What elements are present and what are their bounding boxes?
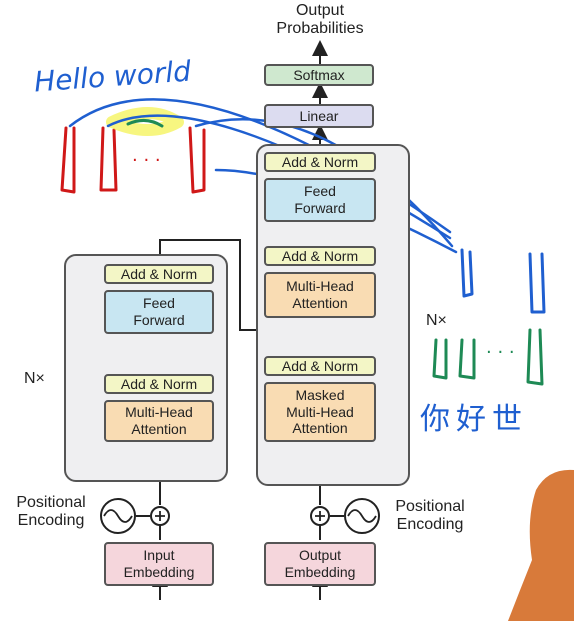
red-ellipsis: · · · xyxy=(132,150,161,171)
encoder-add-norm-2: Add & Norm xyxy=(104,264,214,284)
decoder-feed-forward-block: Feed Forward xyxy=(264,178,376,222)
presenter-silhouette xyxy=(508,469,574,621)
encoder-positional-encoding-label: Positional Encoding xyxy=(16,494,86,530)
output-embedding-block: Output Embedding xyxy=(264,542,376,586)
output-probabilities-label: Output Probabilities xyxy=(276,2,364,38)
decoder-multi-head-attention-block: Multi-Head Attention xyxy=(264,272,376,318)
linear-block: Linear xyxy=(264,104,374,128)
encoder-repeat-label: N× xyxy=(24,370,45,387)
masked-multi-head-attention-block: Masked Multi-Head Attention xyxy=(264,382,376,442)
encoder-add-norm-1: Add & Norm xyxy=(104,374,214,394)
decoder-add-norm-2: Add & Norm xyxy=(264,246,376,266)
green-ellipsis: · · · xyxy=(486,342,515,363)
softmax-block: Softmax xyxy=(264,64,374,86)
encoder-multi-head-attention-block: Multi-Head Attention xyxy=(104,400,214,442)
decoder-add-norm-3: Add & Norm xyxy=(264,152,376,172)
decoder-add-norm-1: Add & Norm xyxy=(264,356,376,376)
decoder-repeat-label: N× xyxy=(426,312,447,329)
input-embedding-block: Input Embedding xyxy=(104,542,214,586)
encoder-panel xyxy=(64,254,228,482)
chinese-text-annotation: 你好世 xyxy=(420,402,528,437)
decoder-positional-encoding-label: Positional Encoding xyxy=(395,498,465,534)
encoder-feed-forward-block: Feed Forward xyxy=(104,290,214,334)
